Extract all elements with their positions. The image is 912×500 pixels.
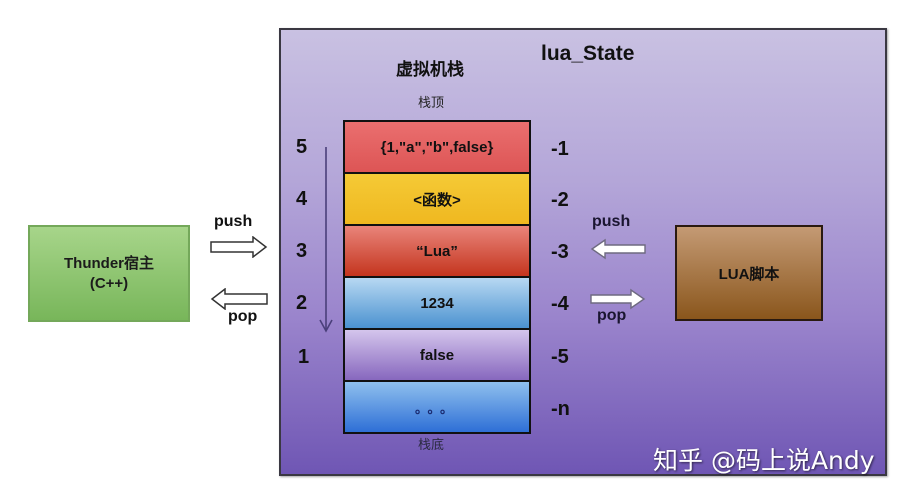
stack-cell-string: “Lua” [345,226,529,276]
script-push-arrow-icon [590,238,646,260]
stack-top-label: 栈顶 [418,96,445,111]
stack-cell-boolean: false [345,330,529,380]
host-push-label: push [214,213,253,230]
stack-cell-ellipsis: 。。。 [345,382,529,432]
stack-cell-function: <函数> [345,174,529,224]
script-pop-label: pop [597,307,627,324]
positive-index-2: 2 [296,292,308,314]
stack-bottom-label: 栈底 [418,438,445,453]
positive-index-3: 3 [296,240,308,262]
host-language: (C++) [89,274,129,292]
script-pop-arrow-icon [590,288,646,310]
stack-cell-number: 1234 [345,278,529,328]
host-push-arrow-icon [210,236,268,258]
negative-index-1: -1 [551,138,569,160]
negative-index-3: -3 [551,241,569,263]
positive-index-4: 4 [296,188,308,210]
vm-stack: {1,"a","b",false} <函数> “Lua” 1234 false … [343,120,531,434]
script-push-label: push [592,213,631,230]
lua-state-title: lua_State [541,42,635,65]
positive-index-5: 5 [296,136,308,158]
thunder-host-box: Thunder宿主 (C++) [28,225,190,322]
down-arrow-icon [319,147,333,333]
host-name: Thunder宿主 [64,254,154,272]
negative-index-2: -2 [551,189,569,211]
host-pop-label: pop [228,308,258,325]
host-pop-arrow-icon [210,288,268,310]
negative-index-5: -5 [551,346,569,368]
lua-script-label: LUA脚本 [718,265,780,283]
lua-script-box: LUA脚本 [675,225,823,321]
watermark: 知乎 @码上说Andy [653,446,875,475]
positive-index-1: 1 [298,346,310,368]
vm-stack-title: 虚拟机栈 [396,60,464,80]
negative-index-4: -4 [551,293,569,315]
negative-index-n: -n [551,398,570,420]
stack-cell-table: {1,"a","b",false} [345,122,529,172]
